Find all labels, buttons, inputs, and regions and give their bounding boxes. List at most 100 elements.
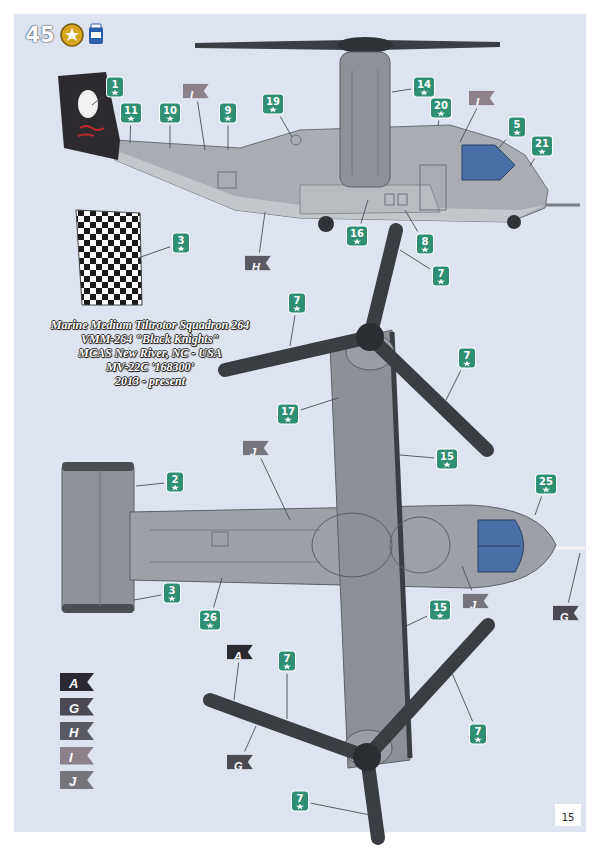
- callout-number: 21: [535, 138, 549, 149]
- callout-star: [538, 149, 546, 155]
- art-shape: [353, 743, 381, 771]
- callout-number-tag: 7: [279, 652, 295, 671]
- callout-star: [353, 239, 361, 245]
- callout-star: [177, 246, 185, 252]
- callout-number: 20: [434, 100, 448, 111]
- page-panel: [14, 14, 586, 832]
- art-shape: [150, 562, 320, 563]
- callout-star: [296, 804, 304, 810]
- callout-number-tag: 7: [470, 725, 486, 744]
- callout-star-shape: [513, 130, 521, 136]
- callout-star-shape: [436, 613, 444, 619]
- art-shape: [385, 194, 394, 205]
- scheme-caption-tag: MCAS New River, NC - USA: [78, 342, 221, 361]
- callout-number-tag: 19: [263, 95, 283, 114]
- callout-star: [206, 623, 214, 629]
- leader-line: [245, 726, 256, 752]
- callout-star-shape: [168, 596, 176, 602]
- leader-line: [170, 126, 171, 149]
- callout-number-tag: 8: [417, 235, 433, 254]
- callout-star-shape: [296, 804, 304, 810]
- art-shape: [367, 625, 488, 757]
- art-shape: [300, 185, 440, 214]
- page-number: 15: [562, 812, 575, 823]
- art-shape: [352, 70, 353, 175]
- leader-line: [497, 140, 506, 151]
- callout-star-shape: [437, 111, 445, 117]
- callout-number-tag: 21: [532, 137, 552, 156]
- callout-star: [437, 111, 445, 117]
- leader-line: [460, 109, 477, 143]
- callout-number: 26: [203, 612, 217, 623]
- callout-star: [283, 664, 291, 670]
- scheme-caption-tag: MV-22C '168300': [106, 356, 194, 375]
- callout-number-tag: 15: [437, 450, 457, 469]
- callout-star-shape: [474, 737, 482, 743]
- callout-number-tag: 7: [292, 792, 308, 811]
- art-shape: [291, 135, 301, 145]
- callout-star: [420, 90, 428, 96]
- art-shape: [420, 165, 446, 210]
- callout-star: [463, 361, 471, 367]
- callout-number: 10: [163, 105, 177, 116]
- callout-number-tag: 16: [347, 227, 367, 246]
- art-shape: [390, 517, 450, 573]
- art-shape: [462, 145, 515, 180]
- leader-line: [568, 553, 580, 603]
- leader-line: [290, 316, 295, 347]
- callout-number: 7: [297, 793, 304, 804]
- callout-star: [513, 130, 521, 136]
- callout-number: 7: [284, 653, 291, 664]
- callout-number: 9: [225, 105, 232, 116]
- callout-number-tag: 7: [459, 349, 475, 368]
- callout-number-tag: 10: [160, 104, 180, 123]
- callout-star-shape: [166, 116, 174, 122]
- callout-number-tag: 2: [167, 473, 183, 492]
- callout-number-tag: 25: [536, 475, 556, 494]
- callout-number: 16: [350, 228, 364, 239]
- callout-number-tag: 15: [430, 601, 450, 620]
- callout-star-shape: [542, 487, 550, 493]
- art-shape: [78, 90, 98, 118]
- scheme-caption-tag: VMM-264 "Black Knights": [81, 328, 219, 347]
- callout-star: [443, 462, 451, 468]
- callout-number: 5: [514, 119, 521, 130]
- art-shape: [100, 470, 101, 606]
- art-shape: [78, 126, 104, 136]
- leader-line: [259, 212, 265, 253]
- leader-line: [400, 455, 434, 458]
- callout-star: [166, 116, 174, 122]
- callout-number: 25: [539, 476, 553, 487]
- leader-line: [198, 102, 205, 151]
- callout-number: 2: [172, 474, 179, 485]
- step-number: 45: [25, 23, 54, 47]
- art-shape: [337, 37, 393, 53]
- art-shape: [62, 604, 134, 613]
- leader-line: [130, 126, 132, 144]
- art-shape: [398, 194, 407, 205]
- callout-number: 15: [440, 451, 454, 462]
- art-shape: [318, 216, 334, 232]
- callout-number: 7: [475, 726, 482, 737]
- callout-star-shape: [127, 116, 135, 122]
- art-shape: [556, 547, 585, 550]
- scheme-title-text: Marine Medium Tiltrotor Squadron 264: [51, 318, 249, 332]
- art-shape: [62, 468, 134, 610]
- art-shape: [545, 204, 580, 207]
- callout-star: [284, 417, 292, 423]
- leader-line: [462, 566, 472, 591]
- callout-star-shape: [206, 623, 214, 629]
- leader-line: [535, 497, 542, 516]
- leader-line: [405, 210, 418, 232]
- art-shape: [210, 700, 367, 757]
- callout-number: 19: [266, 96, 280, 107]
- legend-code: J: [60, 774, 76, 789]
- callout-star: [269, 107, 277, 113]
- callout-star: [293, 306, 301, 312]
- callout-number: 7: [464, 350, 471, 361]
- leader-line: [452, 673, 473, 722]
- callout-star-shape: [171, 485, 179, 491]
- callout-star-shape: [538, 149, 546, 155]
- scheme-caption: MCAS New River, NC - USA: [78, 346, 221, 360]
- art-shape: [378, 70, 379, 175]
